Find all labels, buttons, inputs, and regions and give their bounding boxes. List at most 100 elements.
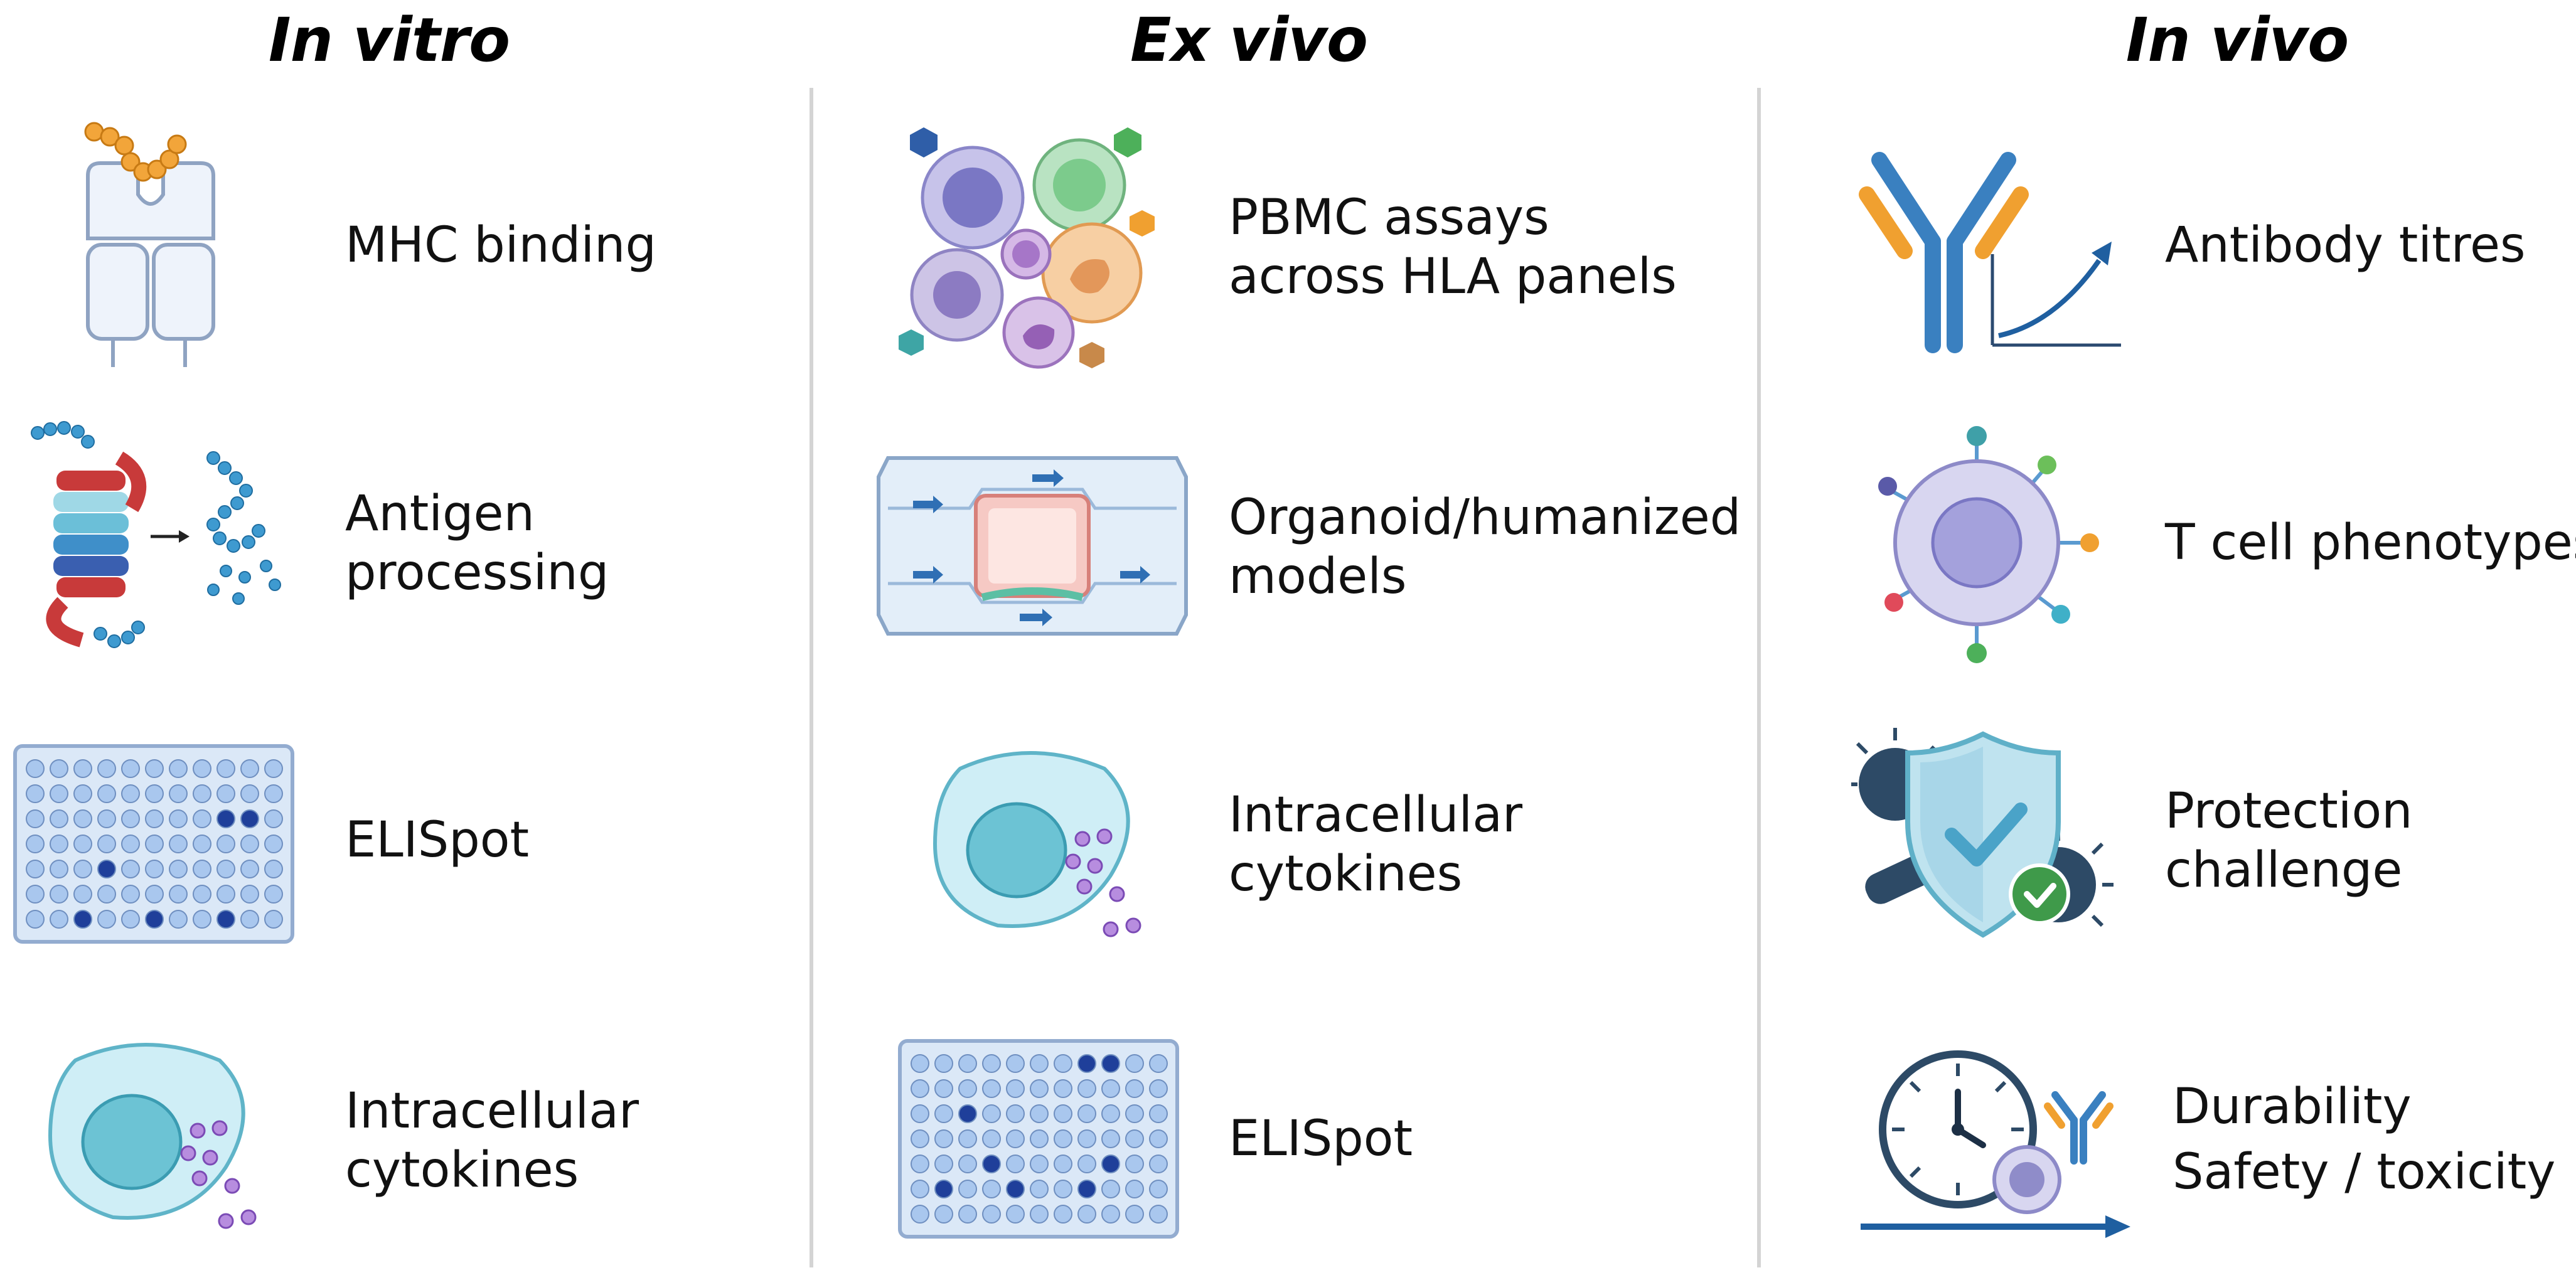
plate-well (50, 860, 68, 878)
plate-well (1030, 1155, 1049, 1173)
label-elispot-in-vitro: ELISpot (345, 812, 530, 868)
plate-well (1006, 1104, 1025, 1123)
label-t-cell-phenotypes: T cell phenotypes (2165, 515, 2576, 571)
plate-well (1054, 1054, 1072, 1073)
plate-well (1125, 1054, 1144, 1073)
plate-well (26, 784, 45, 803)
plate-well (50, 784, 68, 803)
plate-well (1149, 1079, 1168, 1098)
plate-well (26, 809, 45, 828)
plate-well (26, 835, 45, 853)
plate-well (97, 835, 116, 853)
plate-well (216, 759, 235, 778)
plate-well (264, 809, 283, 828)
plate-well (73, 835, 92, 853)
plate-well (169, 809, 188, 828)
plate-well (1030, 1079, 1049, 1098)
plate-well (1125, 1104, 1144, 1123)
plate-well (240, 809, 259, 828)
plate-well (97, 860, 116, 878)
plate-well (121, 910, 140, 929)
plate-well (193, 809, 211, 828)
plate-well (1077, 1205, 1096, 1224)
plate-well (216, 910, 235, 929)
plate-well (121, 835, 140, 853)
shield-protection-icon (1851, 728, 2115, 957)
plate-well (145, 910, 164, 929)
plate-well (216, 860, 235, 878)
plate-well (1054, 1155, 1072, 1173)
plate-well (121, 809, 140, 828)
plate-well (982, 1205, 1001, 1224)
plate-well (264, 885, 283, 904)
elispot-plate-icon (13, 744, 295, 947)
plate-well (958, 1155, 977, 1173)
column-title-in-vitro: In vitro (268, 5, 510, 75)
plate-well (1101, 1104, 1120, 1123)
plate-well (145, 809, 164, 828)
plate-well (934, 1079, 953, 1098)
plate-well (73, 759, 92, 778)
label-intracellular-cytokines-ex-vivo: Intracellular cytokines (1229, 787, 1523, 902)
plate-well (264, 860, 283, 878)
plate-well (216, 784, 235, 803)
plate-well (121, 759, 140, 778)
plate-well (50, 759, 68, 778)
plate-well (1030, 1129, 1049, 1148)
plate-well (958, 1054, 977, 1073)
column-title-in-vivo: In vivo (2125, 5, 2349, 75)
plate-well (1006, 1155, 1025, 1173)
plate-well (1077, 1054, 1096, 1073)
plate-well (50, 910, 68, 929)
plate-well (73, 809, 92, 828)
plate-well (169, 759, 188, 778)
plate-well (1054, 1180, 1072, 1198)
plate-well (1006, 1180, 1025, 1198)
plate-well (958, 1180, 977, 1198)
plate-well (934, 1180, 953, 1198)
plate-well (1149, 1205, 1168, 1224)
plate-well (1006, 1129, 1025, 1148)
label-organoid-models: Organoid/humanized models (1229, 489, 1741, 605)
plate-well (982, 1180, 1001, 1198)
plate-well (1054, 1079, 1072, 1098)
plate-well (934, 1104, 953, 1123)
plate-well (264, 759, 283, 778)
plate-well (193, 860, 211, 878)
cell-cytokine-icon (922, 744, 1161, 954)
plate-well (934, 1155, 953, 1173)
plate-well (264, 784, 283, 803)
plate-well (169, 885, 188, 904)
plate-well (1125, 1155, 1144, 1173)
plate-well (264, 835, 283, 853)
plate-well (169, 910, 188, 929)
plate-well (240, 784, 259, 803)
plate-well (934, 1054, 953, 1073)
plate-well (1006, 1205, 1025, 1224)
plate-well (193, 885, 211, 904)
plate-well (1101, 1079, 1120, 1098)
plate-well (26, 860, 45, 878)
label-mhc-binding: MHC binding (345, 217, 656, 274)
plate-well (73, 885, 92, 904)
plate-well (169, 784, 188, 803)
plate-well (1101, 1180, 1120, 1198)
column-divider-1 (810, 88, 813, 1267)
plate-well (1125, 1205, 1144, 1224)
plate-well (934, 1129, 953, 1148)
plate-well (1125, 1129, 1144, 1148)
plate-well (1006, 1079, 1025, 1098)
plate-well (216, 885, 235, 904)
plate-well (1149, 1054, 1168, 1073)
plate-well (50, 835, 68, 853)
plate-well (240, 885, 259, 904)
plate-well (1149, 1129, 1168, 1148)
plate-well (982, 1129, 1001, 1148)
plate-well (911, 1129, 929, 1148)
plate-well (1101, 1205, 1120, 1224)
organ-chip-icon (875, 452, 1189, 643)
column-title-ex-vivo: Ex vivo (1130, 5, 1368, 75)
plate-well (1149, 1104, 1168, 1123)
plate-well (121, 885, 140, 904)
plate-well (911, 1155, 929, 1173)
